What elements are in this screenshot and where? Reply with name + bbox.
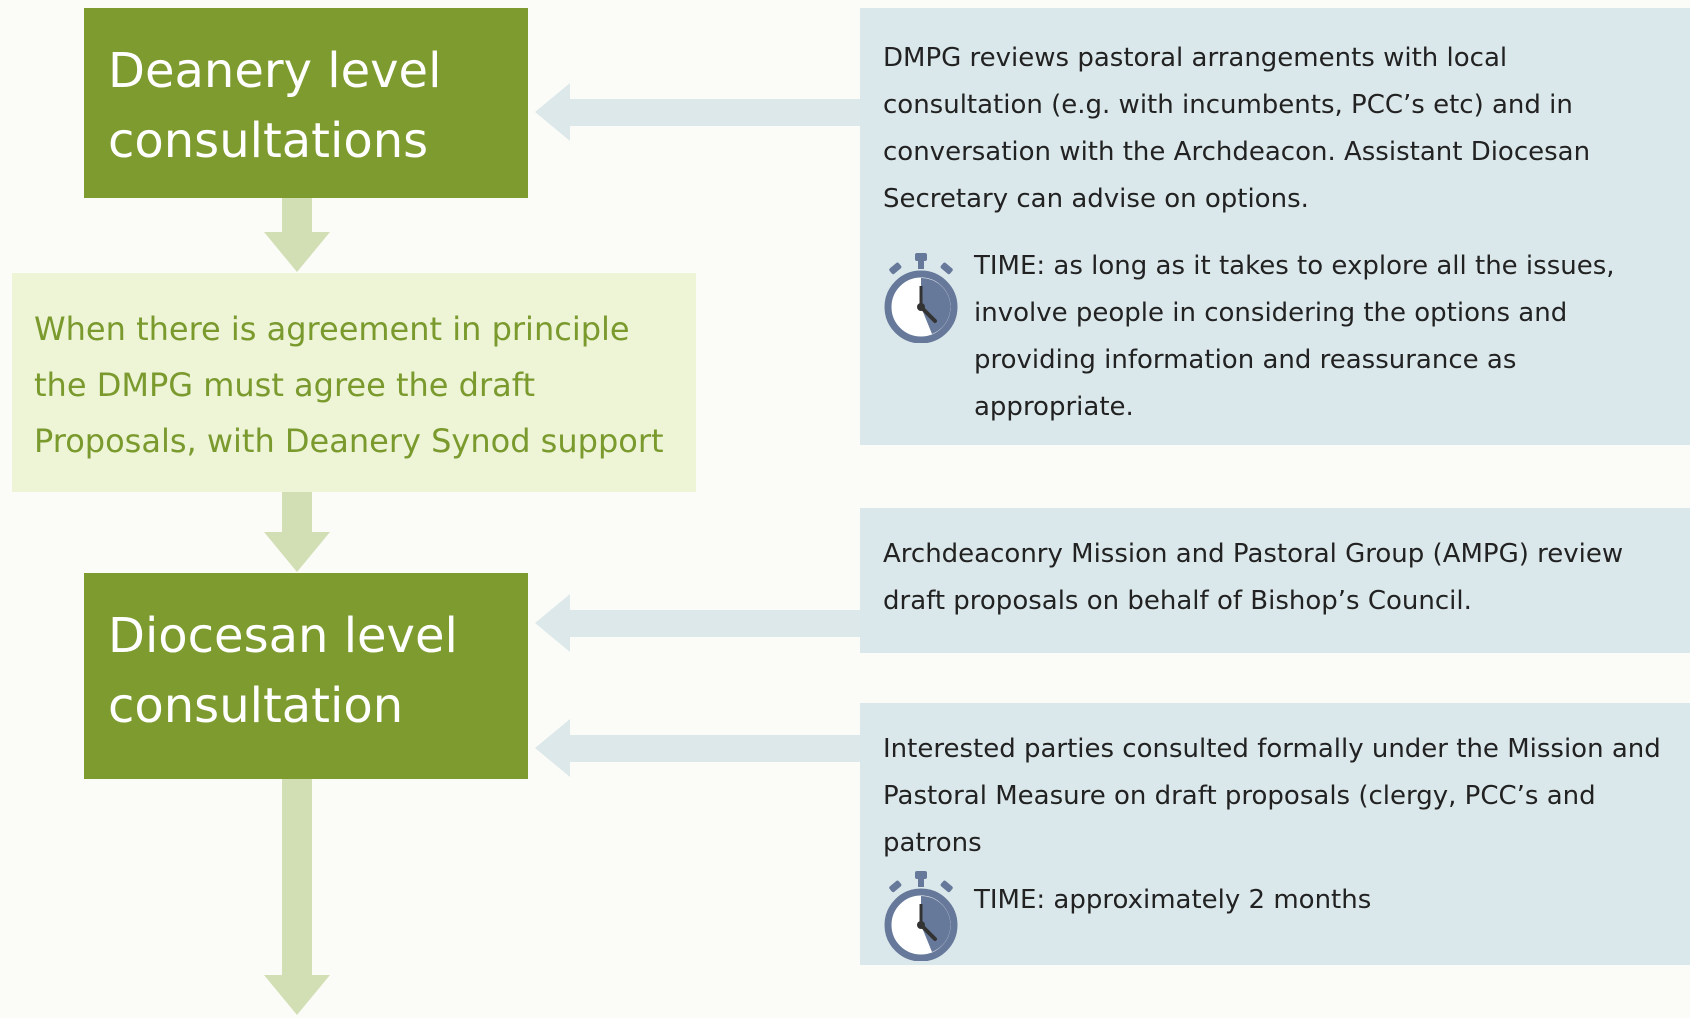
ampg-review-text: Archdeaconry Mission and Pastoral Group … [883,539,1624,616]
down-arrow-2 [264,492,330,572]
down-arrow-3 [264,778,330,1015]
interested-parties-text: Interested parties consulted formally un… [883,734,1661,858]
agreement-text: When there is agreement in principle the… [34,310,664,460]
dmpg-review-text: DMPG reviews pastoral arrangements with … [883,43,1591,214]
down-arrow-1 [264,197,330,272]
stopwatch-icon [883,253,959,343]
left-arrow-1 [535,83,862,141]
dmpg-time-row: TIME: as long as it takes to explore all… [883,243,1690,431]
stopwatch-icon [883,871,959,961]
formal-time-text: TIME: approximately 2 months [974,885,1372,915]
deanery-consultations-box: Deanery level consultations [84,8,528,198]
left-arrow-3 [535,719,862,777]
left-arrow-2 [535,594,862,652]
interested-parties-note: Interested parties consulted formally un… [860,703,1690,965]
dmpg-time-text: TIME: as long as it takes to explore all… [974,251,1615,422]
dmpg-review-note: DMPG reviews pastoral arrangements with … [860,8,1690,445]
diocesan-consultation-title: Diocesan level consultation [108,608,458,734]
deanery-consultations-title: Deanery level consultations [108,43,442,169]
diocesan-consultation-box: Diocesan level consultation [84,573,528,779]
ampg-review-note: Archdeaconry Mission and Pastoral Group … [860,508,1690,653]
agreement-box: When there is agreement in principle the… [12,273,696,492]
formal-time-row: TIME: approximately 2 months [883,871,1690,961]
